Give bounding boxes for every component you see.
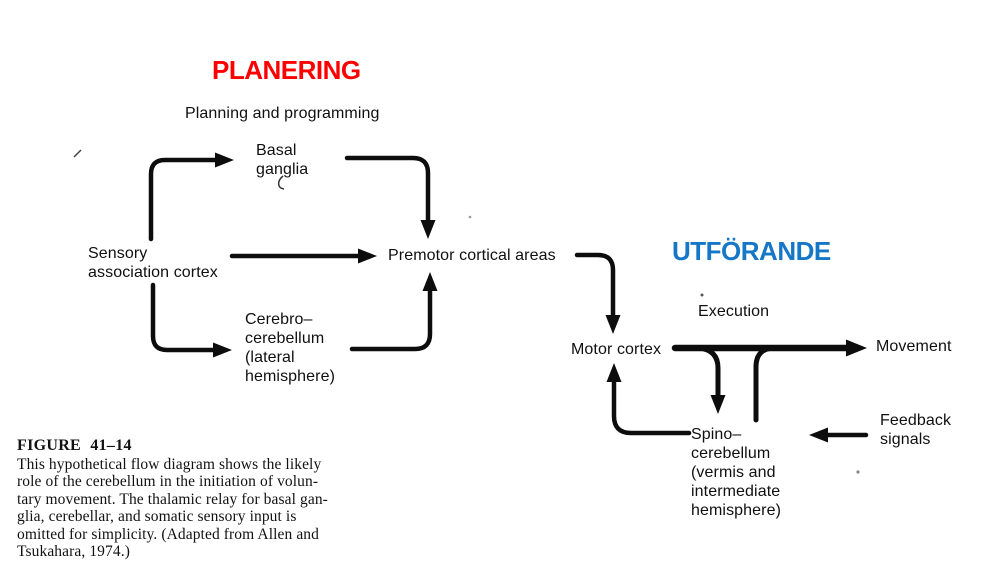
label-planning-and-programming: Planning and programming xyxy=(185,105,380,122)
node-basal-ganglia: Basal ganglia xyxy=(256,142,309,178)
figure-caption-text: This hypothetical flow diagram shows the… xyxy=(17,456,328,561)
arrowhead-cerebro-to-premotor xyxy=(422,272,438,291)
arrowhead-spino-to-motor xyxy=(606,363,622,382)
figure-caption-title: FIGURE 41–14 xyxy=(17,437,132,454)
stray-dot-2 xyxy=(468,215,472,219)
node-sensory-association-cortex: Sensory association cortex xyxy=(88,245,218,281)
arrow-sensory-to-basal xyxy=(148,157,219,242)
node-spinocerebellum: Spino– cerebellum (vermis and intermedia… xyxy=(691,426,782,519)
arrowhead-sensory-to-cerebro xyxy=(213,342,232,358)
heading-utforande: UTFÖRANDE xyxy=(672,236,831,266)
arrowhead-motor-to-spino xyxy=(710,395,726,414)
stray-tick-mark xyxy=(73,149,82,158)
stray-dot-3 xyxy=(856,470,860,474)
line-spino-to-movement-branch xyxy=(753,345,778,423)
arrow-basal-to-premotor xyxy=(344,155,431,224)
arrowhead-basal-to-premotor xyxy=(420,220,436,239)
arrow-motor-to-spino xyxy=(696,345,721,399)
node-motor-cortex: Motor cortex xyxy=(571,341,662,358)
node-movement: Movement xyxy=(876,338,952,355)
arrowhead-sensory-to-basal xyxy=(215,152,234,168)
arrowhead-premotor-to-motor xyxy=(605,315,621,334)
arrowhead-sensory-to-premotor xyxy=(358,248,377,264)
node-feedback-signals: Feedback signals xyxy=(880,412,952,448)
node-cerebrocerebellum: Cerebro– cerebellum (lateral hemisphere) xyxy=(245,311,336,385)
label-execution: Execution xyxy=(698,303,770,320)
arrowhead-feedback-to-spino xyxy=(809,427,828,443)
stray-squiggle-under-ganglia xyxy=(277,175,285,190)
scan-artifacts xyxy=(73,149,860,474)
node-premotor-cortical-areas: Premotor cortical areas xyxy=(388,247,556,264)
arrow-cerebro-to-premotor xyxy=(349,287,433,352)
arrow-premotor-to-motor xyxy=(574,252,616,319)
arrow-sensory-to-cerebro xyxy=(150,282,217,353)
heading-planering: PLANERING xyxy=(212,55,361,85)
stray-dot-1 xyxy=(700,293,704,297)
arrow-spino-to-motor xyxy=(611,378,692,436)
arrowhead-motor-to-movement xyxy=(846,339,867,357)
